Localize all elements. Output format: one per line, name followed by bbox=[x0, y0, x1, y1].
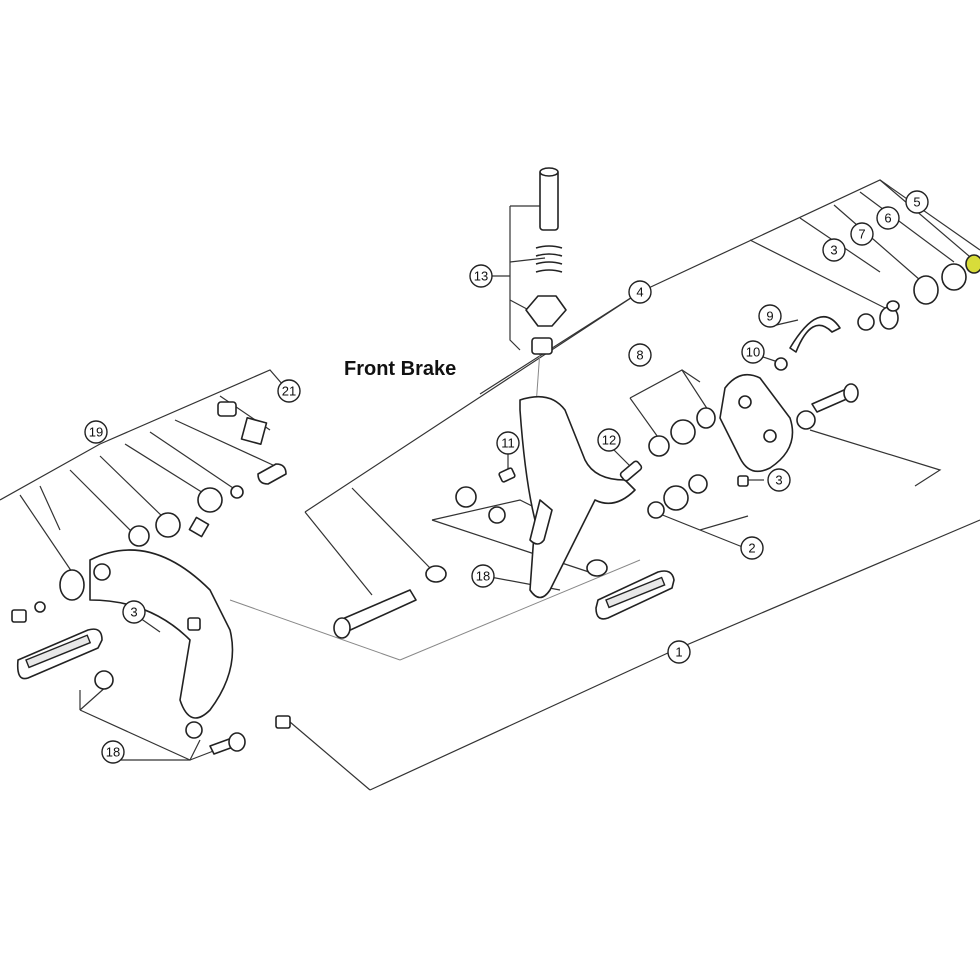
callout-19: 19 bbox=[84, 420, 108, 444]
svg-text:4: 4 bbox=[636, 285, 643, 300]
svg-text:12: 12 bbox=[602, 433, 616, 448]
pivot-bolt bbox=[333, 565, 447, 639]
svg-text:18: 18 bbox=[106, 745, 120, 760]
svg-text:3: 3 bbox=[775, 473, 782, 488]
callout-2: 2 bbox=[740, 536, 764, 560]
washers-right bbox=[857, 254, 980, 331]
left-hardware bbox=[11, 401, 287, 623]
callout-3-top: 3 bbox=[822, 238, 846, 262]
leader-lines bbox=[0, 179, 980, 791]
callout-1: 1 bbox=[667, 640, 691, 664]
caliper-arm-front bbox=[519, 395, 636, 599]
washers-center bbox=[455, 407, 716, 577]
svg-text:9: 9 bbox=[766, 309, 773, 324]
callout-6: 6 bbox=[876, 206, 900, 230]
diagram-title: Front Brake bbox=[344, 358, 456, 380]
callout-3-left: 3 bbox=[122, 600, 146, 624]
svg-text:11: 11 bbox=[501, 436, 515, 451]
callout-4: 4 bbox=[628, 280, 652, 304]
svg-text:13: 13 bbox=[474, 269, 488, 284]
brake-shoe-left bbox=[16, 628, 103, 680]
svg-text:3: 3 bbox=[830, 243, 837, 258]
callout-9: 9 bbox=[758, 304, 782, 328]
svg-text:6: 6 bbox=[884, 211, 891, 226]
svg-text:21: 21 bbox=[282, 384, 296, 399]
callout-12: 12 bbox=[597, 428, 621, 452]
small-hardware bbox=[498, 460, 643, 483]
svg-text:19: 19 bbox=[89, 425, 103, 440]
cable-adjuster-assembly bbox=[525, 167, 567, 355]
caliper-arm-left bbox=[59, 549, 234, 719]
right-bolt bbox=[796, 383, 859, 430]
callout-11: 11 bbox=[496, 431, 520, 455]
svg-text:10: 10 bbox=[746, 345, 760, 360]
svg-text:8: 8 bbox=[636, 348, 643, 363]
callout-3-right: 3 bbox=[767, 468, 791, 492]
callout-21: 21 bbox=[277, 379, 301, 403]
svg-text:1: 1 bbox=[675, 645, 682, 660]
callout-8: 8 bbox=[628, 343, 652, 367]
caliper-arm-rear bbox=[719, 373, 794, 487]
callout-18-left: 18 bbox=[101, 740, 125, 764]
svg-text:18: 18 bbox=[476, 569, 490, 584]
left-bottom-hardware bbox=[94, 670, 291, 755]
callout-5: 5 bbox=[905, 190, 929, 214]
callout-10: 10 bbox=[741, 340, 765, 364]
return-spring bbox=[774, 316, 841, 371]
svg-text:7: 7 bbox=[858, 227, 865, 242]
callout-18-center: 18 bbox=[471, 564, 495, 588]
svg-text:3: 3 bbox=[130, 605, 137, 620]
svg-text:2: 2 bbox=[748, 541, 755, 556]
svg-text:5: 5 bbox=[913, 195, 920, 210]
callout-7: 7 bbox=[850, 222, 874, 246]
brake-shoe-right bbox=[595, 570, 675, 620]
highlighted-nut[interactable] bbox=[965, 254, 980, 274]
callout-13: 13 bbox=[469, 264, 493, 288]
